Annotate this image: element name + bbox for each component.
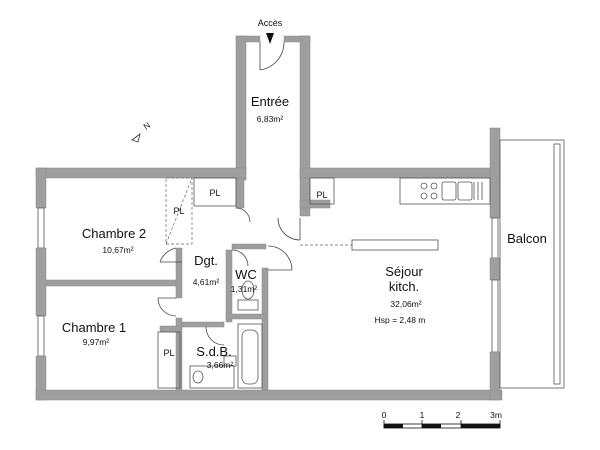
door-closet-swing xyxy=(235,207,251,223)
closet-label-bottom: PL xyxy=(163,348,174,358)
fixtures xyxy=(157,177,491,389)
wall-living-top xyxy=(299,167,501,179)
wall-left-a xyxy=(35,167,47,209)
closet-label-entree: PL xyxy=(316,190,327,200)
wall-sdb-right xyxy=(261,267,269,391)
wall-bedroom2-right xyxy=(175,247,183,299)
room-name-dgt: Dgt. xyxy=(194,253,218,268)
room-name-entree: Entrée xyxy=(251,94,289,109)
access-marker: Accès xyxy=(258,18,283,44)
room-area-chambre2: 10,67m² xyxy=(102,245,133,255)
north-indicator: N xyxy=(131,120,152,143)
hob-ring-3 xyxy=(430,182,438,190)
closet-label-chambre2: PL xyxy=(173,206,184,216)
balcony xyxy=(499,139,565,389)
wall-right-c xyxy=(489,351,501,401)
closet-bottom xyxy=(157,331,181,389)
hob-ring-1 xyxy=(420,182,428,190)
wall-right-a xyxy=(489,127,501,219)
window-chambre2 xyxy=(37,207,45,249)
closet-top xyxy=(193,177,237,207)
door-entrance-swing xyxy=(259,41,285,71)
kitchen-counter xyxy=(399,177,491,205)
wall-bedroom1-right xyxy=(175,317,183,391)
north-arrow-icon xyxy=(131,133,141,143)
window-balcony-2 xyxy=(491,279,499,353)
wall-right-b xyxy=(489,257,501,281)
window-chambre1 xyxy=(37,315,45,357)
room-name-kitch: kitch. xyxy=(389,279,419,294)
room-area-sejour: 32,06m² xyxy=(390,299,421,309)
access-arrow-icon xyxy=(266,33,274,44)
room-name-sdb: S.d.B. xyxy=(196,344,231,359)
wall-closet-a xyxy=(235,177,245,209)
door-wc-swing xyxy=(231,249,249,267)
room-area-dgt: 4,61m² xyxy=(193,277,220,287)
north-label: N xyxy=(141,120,152,132)
scale-bar: 0 1 2 3m xyxy=(382,410,502,429)
balcony-railing xyxy=(553,143,561,385)
scale-tick-0: 0 xyxy=(382,410,387,420)
balcony-outline xyxy=(499,139,565,389)
wall-pl-bottom-top xyxy=(159,325,181,333)
kitchen-bar xyxy=(351,239,439,251)
wall-bedroom-top xyxy=(35,167,247,179)
access-label: Accès xyxy=(258,18,283,28)
door-sdb-swing xyxy=(205,326,225,346)
washbasin-bowl xyxy=(192,370,204,384)
washbasin xyxy=(189,365,235,389)
wall-wc-left xyxy=(225,249,233,323)
room-name-balcon: Balcon xyxy=(507,231,547,246)
bathtub-inner xyxy=(241,329,259,385)
closet-labels: PL PL PL PL xyxy=(163,188,327,358)
wall-entree-right xyxy=(299,35,311,217)
doors xyxy=(157,41,301,346)
hob-ring-2 xyxy=(420,192,428,200)
sink-left xyxy=(441,181,457,201)
sink-right xyxy=(457,181,473,201)
room-height-sejour: Hsp = 2,48 m xyxy=(375,315,426,325)
wall-sdb-top xyxy=(181,321,225,328)
sdb-cabinet xyxy=(223,355,237,367)
room-labels: Entrée 6,83m² Chambre 2 10,67m² Chambre … xyxy=(62,94,547,370)
door-chambre2-swing xyxy=(159,247,177,263)
window-balcony-1 xyxy=(491,217,499,259)
scale-tick-2: 2 xyxy=(456,410,461,420)
room-area-entree: 6,83m² xyxy=(257,114,284,124)
room-name-sejour: Séjour xyxy=(385,264,423,279)
bathtub xyxy=(237,323,263,389)
wall-bedrooms-partition xyxy=(45,279,177,287)
wall-left-b xyxy=(35,247,47,317)
room-area-sdb: 3,66m² xyxy=(207,360,234,370)
wall-entree-left xyxy=(235,35,247,181)
wall-wc-top xyxy=(231,243,267,250)
scale-seg-2 xyxy=(422,424,441,428)
walls xyxy=(35,35,503,401)
door-corridor-swing xyxy=(277,217,301,241)
room-area-wc: 1,31m² xyxy=(231,284,258,294)
room-name-wc: WC xyxy=(235,267,257,282)
closet-chambre2 xyxy=(165,177,193,245)
closet-entree xyxy=(309,177,335,205)
hob-ring-4 xyxy=(430,192,438,200)
door-living-swing xyxy=(267,245,293,271)
closet-label-top: PL xyxy=(209,188,220,198)
door-chambre1-swing xyxy=(157,297,177,317)
wall-bottom xyxy=(35,389,503,401)
room-area-chambre1: 9,97m² xyxy=(83,337,110,347)
room-name-chambre1: Chambre 1 xyxy=(62,320,126,335)
scale-tick-3: 3m xyxy=(490,410,502,420)
room-name-chambre2: Chambre 2 xyxy=(82,226,146,241)
wc-cistern xyxy=(237,299,259,311)
wc-bowl xyxy=(241,280,255,300)
closet-chambre2-diag xyxy=(165,177,193,245)
wall-wc-bottom xyxy=(225,313,267,320)
scale-seg-1 xyxy=(384,424,403,428)
scale-tick-1: 1 xyxy=(420,410,425,420)
scale-seg-3 xyxy=(461,424,500,428)
